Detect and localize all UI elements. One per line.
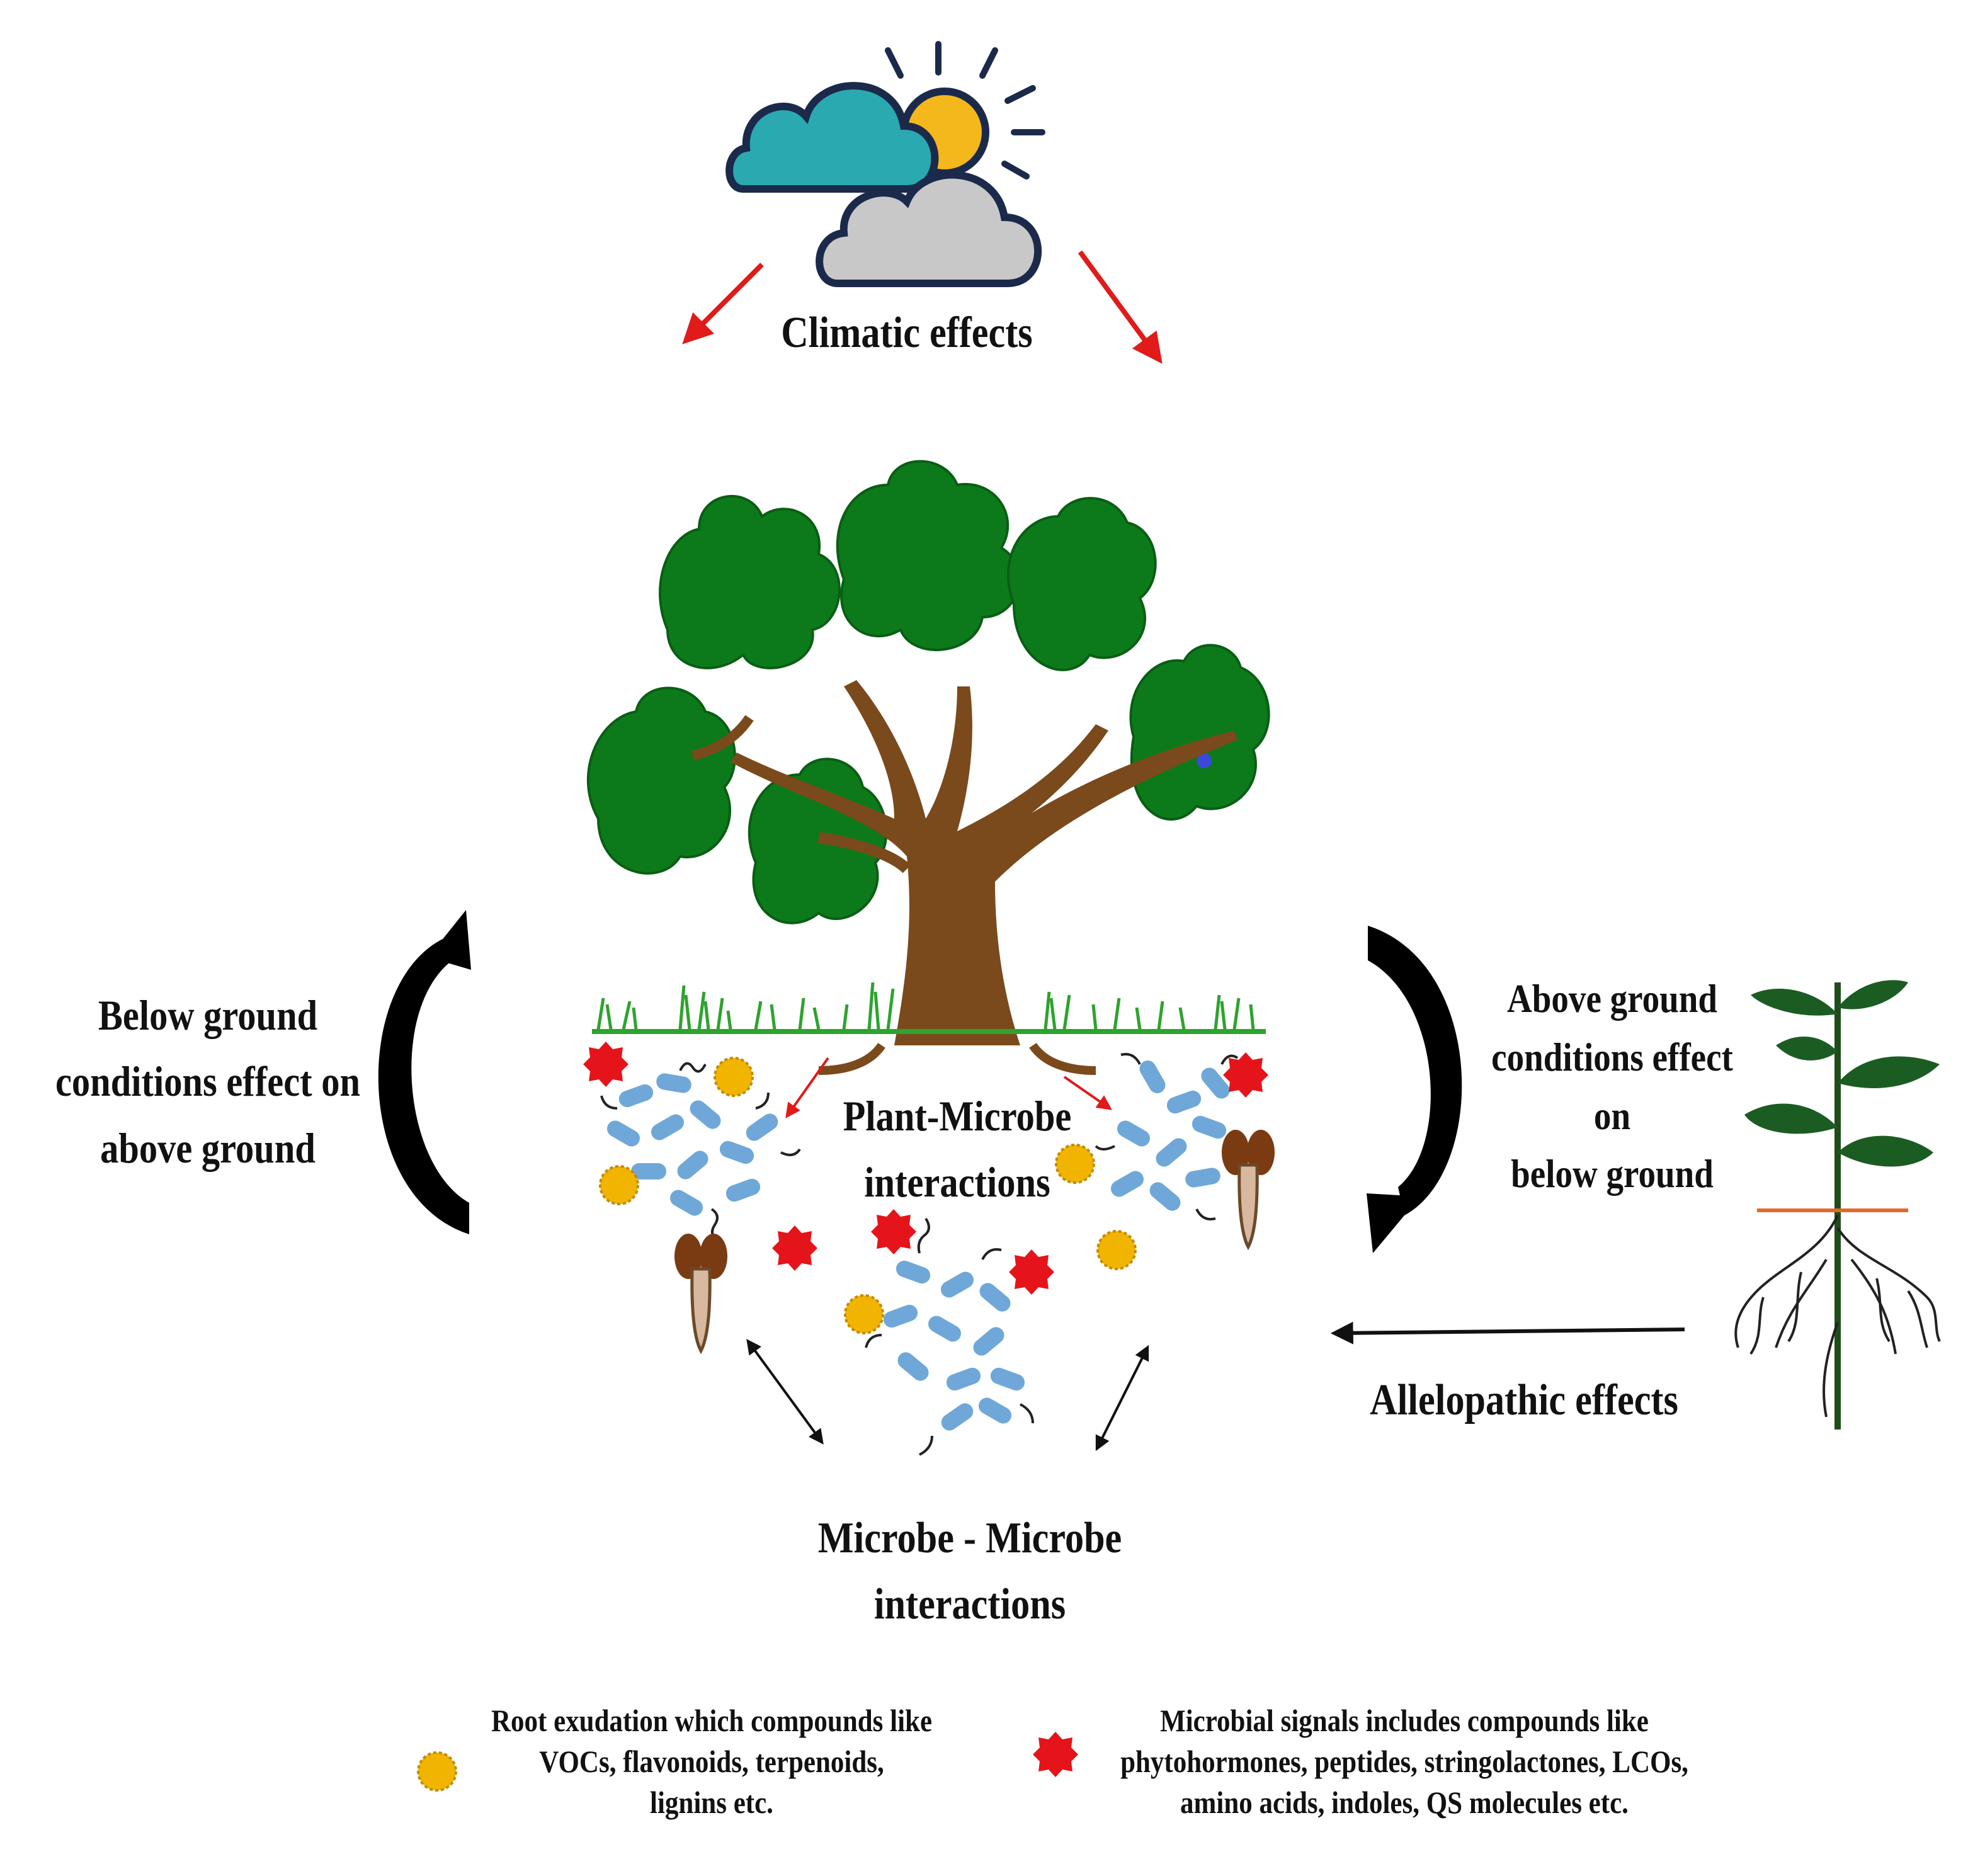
above-ground-label: Above ground conditions effect on below … bbox=[1471, 970, 1753, 1203]
legend-microbial-signals: Microbial signals includes compounds lik… bbox=[1096, 1700, 1713, 1823]
cloud-sun-icon bbox=[725, 41, 1045, 287]
above-ground-line-3: below ground bbox=[1511, 1151, 1714, 1197]
above-to-below-arrow bbox=[1367, 926, 1462, 1253]
legend-root-exudation: Root exudation which compounds like VOCs… bbox=[479, 1700, 945, 1823]
microbe-arrow-left bbox=[746, 1339, 824, 1445]
legend-signal-marker bbox=[1033, 1732, 1078, 1777]
allelopathic-arrow bbox=[1330, 1321, 1685, 1344]
plant-microbe-arrow-left bbox=[785, 1057, 829, 1118]
climatic-effects-label: Climatic effects bbox=[781, 309, 1033, 357]
below-ground-label: Below ground conditions effect on above … bbox=[51, 982, 365, 1181]
legend-root-line-2: VOCs, flavonoids, terpenoids, bbox=[539, 1744, 884, 1779]
microbe-microbe-line-1: Microbe - Microbe bbox=[817, 1514, 1122, 1562]
seedling-icon bbox=[1734, 980, 1941, 1430]
climate-arrow-left bbox=[682, 263, 764, 344]
microbe-microbe-label: Microbe - Microbe interactions bbox=[802, 1505, 1137, 1637]
bacteria-cluster-icon bbox=[1108, 1057, 1233, 1214]
above-ground-line-1: Above ground bbox=[1507, 976, 1717, 1021]
below-ground-line-2: conditions effect on bbox=[55, 1057, 361, 1106]
microbe-microbe-line-2: interactions bbox=[873, 1580, 1066, 1629]
bacteria-cluster-icon bbox=[881, 1258, 1027, 1434]
legend-root-line-1: Root exudation which compounds like bbox=[491, 1703, 933, 1738]
below-to-above-arrow bbox=[378, 910, 471, 1234]
legend-exudate-marker bbox=[417, 1751, 457, 1792]
above-ground-line-2: conditions effect on bbox=[1491, 1034, 1733, 1138]
microbe-arrow-right bbox=[1095, 1344, 1149, 1452]
legend-signal-line-2: phytohormones, peptides, stringolactones… bbox=[1120, 1744, 1688, 1779]
plant-microbe-line-1: Plant-Microbe bbox=[843, 1092, 1072, 1140]
below-ground-line-3: above ground bbox=[100, 1123, 316, 1172]
grass-strip bbox=[592, 982, 1266, 1034]
tree-icon bbox=[587, 460, 1270, 1075]
below-ground-line-1: Below ground bbox=[98, 991, 318, 1039]
allelopathic-label: Allelopathic effects bbox=[1370, 1376, 1678, 1424]
plant-microbe-arrow-right bbox=[1063, 1076, 1112, 1110]
plant-microbe-label: Plant-Microbe interactions bbox=[828, 1083, 1088, 1216]
legend-root-line-3: lignins etc. bbox=[650, 1785, 773, 1820]
legend-signal-line-1: Microbial signals includes compounds lik… bbox=[1160, 1703, 1649, 1738]
climate-arrow-right bbox=[1078, 250, 1163, 364]
plant-microbe-line-2: interactions bbox=[864, 1158, 1050, 1207]
legend-signal-line-3: amino acids, indoles, QS molecules etc. bbox=[1180, 1785, 1629, 1820]
